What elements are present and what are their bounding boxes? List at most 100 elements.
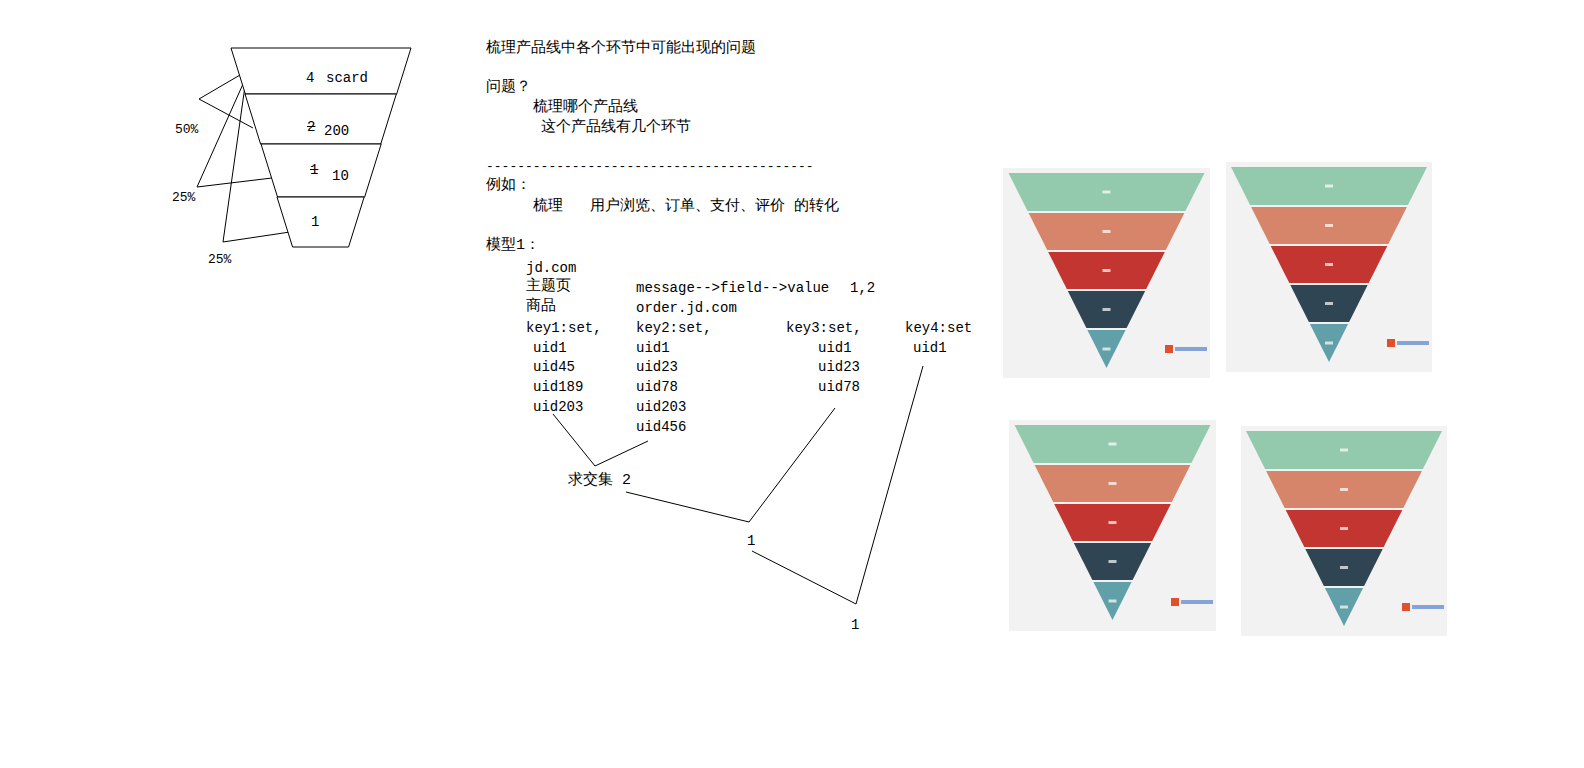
chart-band xyxy=(1286,510,1403,547)
result-count: 1 xyxy=(747,533,755,549)
logo-mark xyxy=(1171,598,1179,606)
set-member: uid1 xyxy=(533,340,567,356)
band-mark xyxy=(1109,560,1117,563)
band-mark xyxy=(1340,566,1348,569)
band-text: 1 xyxy=(311,214,319,230)
chart-band xyxy=(1029,213,1185,250)
set-key: key2:set, xyxy=(636,320,712,336)
question-heading: 问题？ xyxy=(486,80,531,96)
band-shape xyxy=(245,94,396,144)
set-member: uid23 xyxy=(818,359,860,375)
band-shape xyxy=(261,144,381,197)
value: 1,2 xyxy=(850,280,875,296)
funnel-chart xyxy=(1226,162,1432,372)
band-outline xyxy=(261,144,381,197)
band-mark xyxy=(1325,224,1333,227)
funnel-band: 2 200 xyxy=(245,94,396,144)
band-mark xyxy=(1325,263,1333,266)
band-mark xyxy=(1109,482,1117,485)
chart-ground xyxy=(1226,162,1432,372)
band-mark xyxy=(1340,527,1348,530)
set-member: uid1 xyxy=(913,340,947,356)
set-member: uid189 xyxy=(533,379,583,395)
funnel-chart xyxy=(1003,168,1210,378)
model-heading: 模型1： xyxy=(486,238,540,254)
band-mark xyxy=(1109,521,1117,524)
chart-band xyxy=(1231,167,1427,205)
percentage: 25% xyxy=(172,190,195,206)
set-member: uid45 xyxy=(533,359,575,375)
band-mark xyxy=(1325,302,1333,305)
chart-band xyxy=(1093,582,1131,620)
logo-mark xyxy=(1181,600,1213,604)
band-outline xyxy=(231,48,411,94)
band-mark xyxy=(1109,600,1117,603)
chart-band xyxy=(1068,291,1145,328)
note: 梳理哪个产品线 xyxy=(533,100,638,116)
funnel-band: 1 xyxy=(277,197,364,247)
band-mark xyxy=(1340,488,1348,491)
chart-band xyxy=(1015,425,1211,463)
page-name: 主题页 xyxy=(526,279,571,295)
percentage: 50% xyxy=(175,122,198,138)
band-outline xyxy=(245,94,396,144)
chart-band xyxy=(1325,588,1363,626)
band-shape xyxy=(277,197,364,247)
note: 梳理 用户浏览、订单、支付、评价 的转化 xyxy=(533,199,839,215)
divider: ----------------------------------------… xyxy=(486,159,814,175)
result-count: 1 xyxy=(851,617,859,633)
band-mark xyxy=(1103,191,1111,194)
chart-band xyxy=(1305,549,1382,586)
band-text: 1 xyxy=(310,162,318,178)
logo-mark xyxy=(1165,345,1173,353)
chart-band xyxy=(1266,471,1422,508)
band-text: 4 xyxy=(306,70,314,86)
page-name: 商品 xyxy=(526,299,556,315)
funnel-band: 1 10 xyxy=(261,144,381,197)
band-text: 200 xyxy=(324,123,349,139)
title: 梳理产品线中各个环节中可能出现的问题 xyxy=(486,41,756,57)
logo-mark xyxy=(1412,605,1444,609)
set-member: uid78 xyxy=(818,379,860,395)
site-name: jd.com xyxy=(526,260,576,276)
chart-band xyxy=(1251,207,1407,244)
funnel-chart xyxy=(1009,420,1216,631)
result-count: 求交集 2 xyxy=(568,473,631,489)
chart-band xyxy=(1035,465,1191,502)
data-path: message-->field-->value xyxy=(636,280,829,296)
set-member: uid23 xyxy=(636,359,678,375)
chart-band xyxy=(1087,330,1125,368)
set-member: uid203 xyxy=(533,399,583,415)
set-member: uid203 xyxy=(636,399,686,415)
band-text: 10 xyxy=(332,168,349,184)
chart-band xyxy=(1290,285,1367,322)
chart-band xyxy=(1054,504,1171,541)
set-member: uid1 xyxy=(636,340,670,356)
band-mark xyxy=(1340,606,1348,609)
chart-band xyxy=(1310,324,1348,362)
logo-mark xyxy=(1175,347,1207,351)
logo-mark xyxy=(1397,341,1429,345)
funnel-charts xyxy=(1003,162,1447,636)
set-member: uid1 xyxy=(818,340,852,356)
band-text: scard xyxy=(326,70,368,86)
band-mark xyxy=(1103,348,1111,351)
site-name: order.jd.com xyxy=(636,300,737,316)
set-member: uid456 xyxy=(636,419,686,435)
funnel-chart xyxy=(1241,426,1447,636)
intersection-lines xyxy=(553,366,923,604)
band-outline xyxy=(277,197,364,247)
band-text: 2 xyxy=(307,119,315,135)
note: 这个产品线有几个环节 xyxy=(541,120,691,136)
percentage: 25% xyxy=(208,252,231,268)
logo-mark xyxy=(1387,339,1395,347)
chart-band xyxy=(1074,543,1151,580)
logo-mark xyxy=(1402,603,1410,611)
chart-ground xyxy=(1009,420,1216,631)
set-member: uid78 xyxy=(636,379,678,395)
chart-ground xyxy=(1003,168,1210,378)
funnel-band: 4 scard xyxy=(231,48,411,94)
band-shape xyxy=(231,48,411,94)
example-heading: 例如： xyxy=(486,178,531,194)
